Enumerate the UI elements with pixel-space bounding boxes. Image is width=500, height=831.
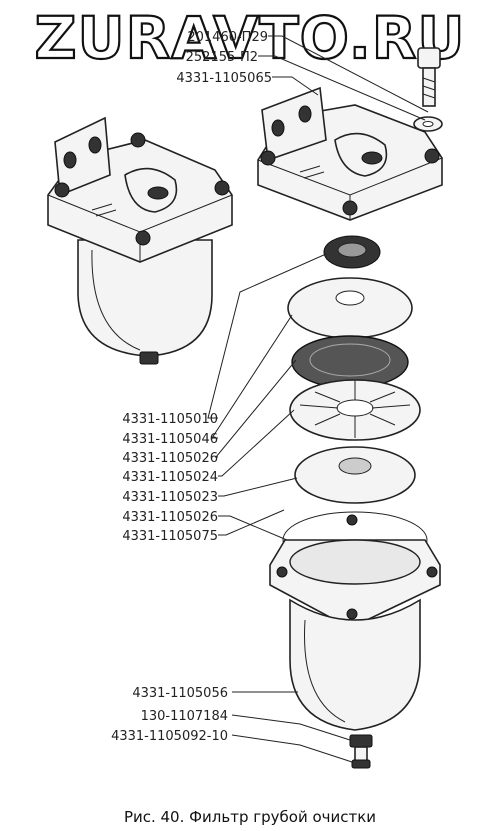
disc-plate <box>287 277 413 339</box>
label-left-1: 4331-1105010 <box>122 412 218 427</box>
label-left-2: 4331-1105046 <box>122 432 218 447</box>
label-bottom-2: 130-1107184 <box>141 709 228 724</box>
label-left-6: 4331-1105026 <box>122 510 218 525</box>
assembled-filter <box>47 116 233 365</box>
label-top-2: 252155-П2 <box>186 50 258 65</box>
leader-lines <box>207 35 429 763</box>
reflector <box>289 379 421 441</box>
seal-ring <box>323 235 381 269</box>
label-top-3: 4331-1105065 <box>176 71 272 86</box>
label-bottom-1: 4331-1105056 <box>132 686 228 701</box>
label-left-7: 4331-1105075 <box>122 529 218 544</box>
label-left-3: 4331-1105026 <box>122 451 218 466</box>
bolt <box>417 47 441 107</box>
gasket-disc <box>294 446 416 504</box>
figure-caption: Рис. 40. Фильтр грубой очистки <box>124 808 376 826</box>
label-left-4: 4331-1105024 <box>122 470 218 485</box>
label-bottom-3: 4331-1105092-10 <box>111 729 228 744</box>
label-top-1: 201460-П29 <box>187 30 268 45</box>
filter-head <box>257 86 443 221</box>
label-left-5: 4331-1105023 <box>122 490 218 505</box>
drain-plug <box>349 734 373 769</box>
watermark: ZURAVTO.RU <box>34 4 465 72</box>
bowl <box>269 514 441 731</box>
